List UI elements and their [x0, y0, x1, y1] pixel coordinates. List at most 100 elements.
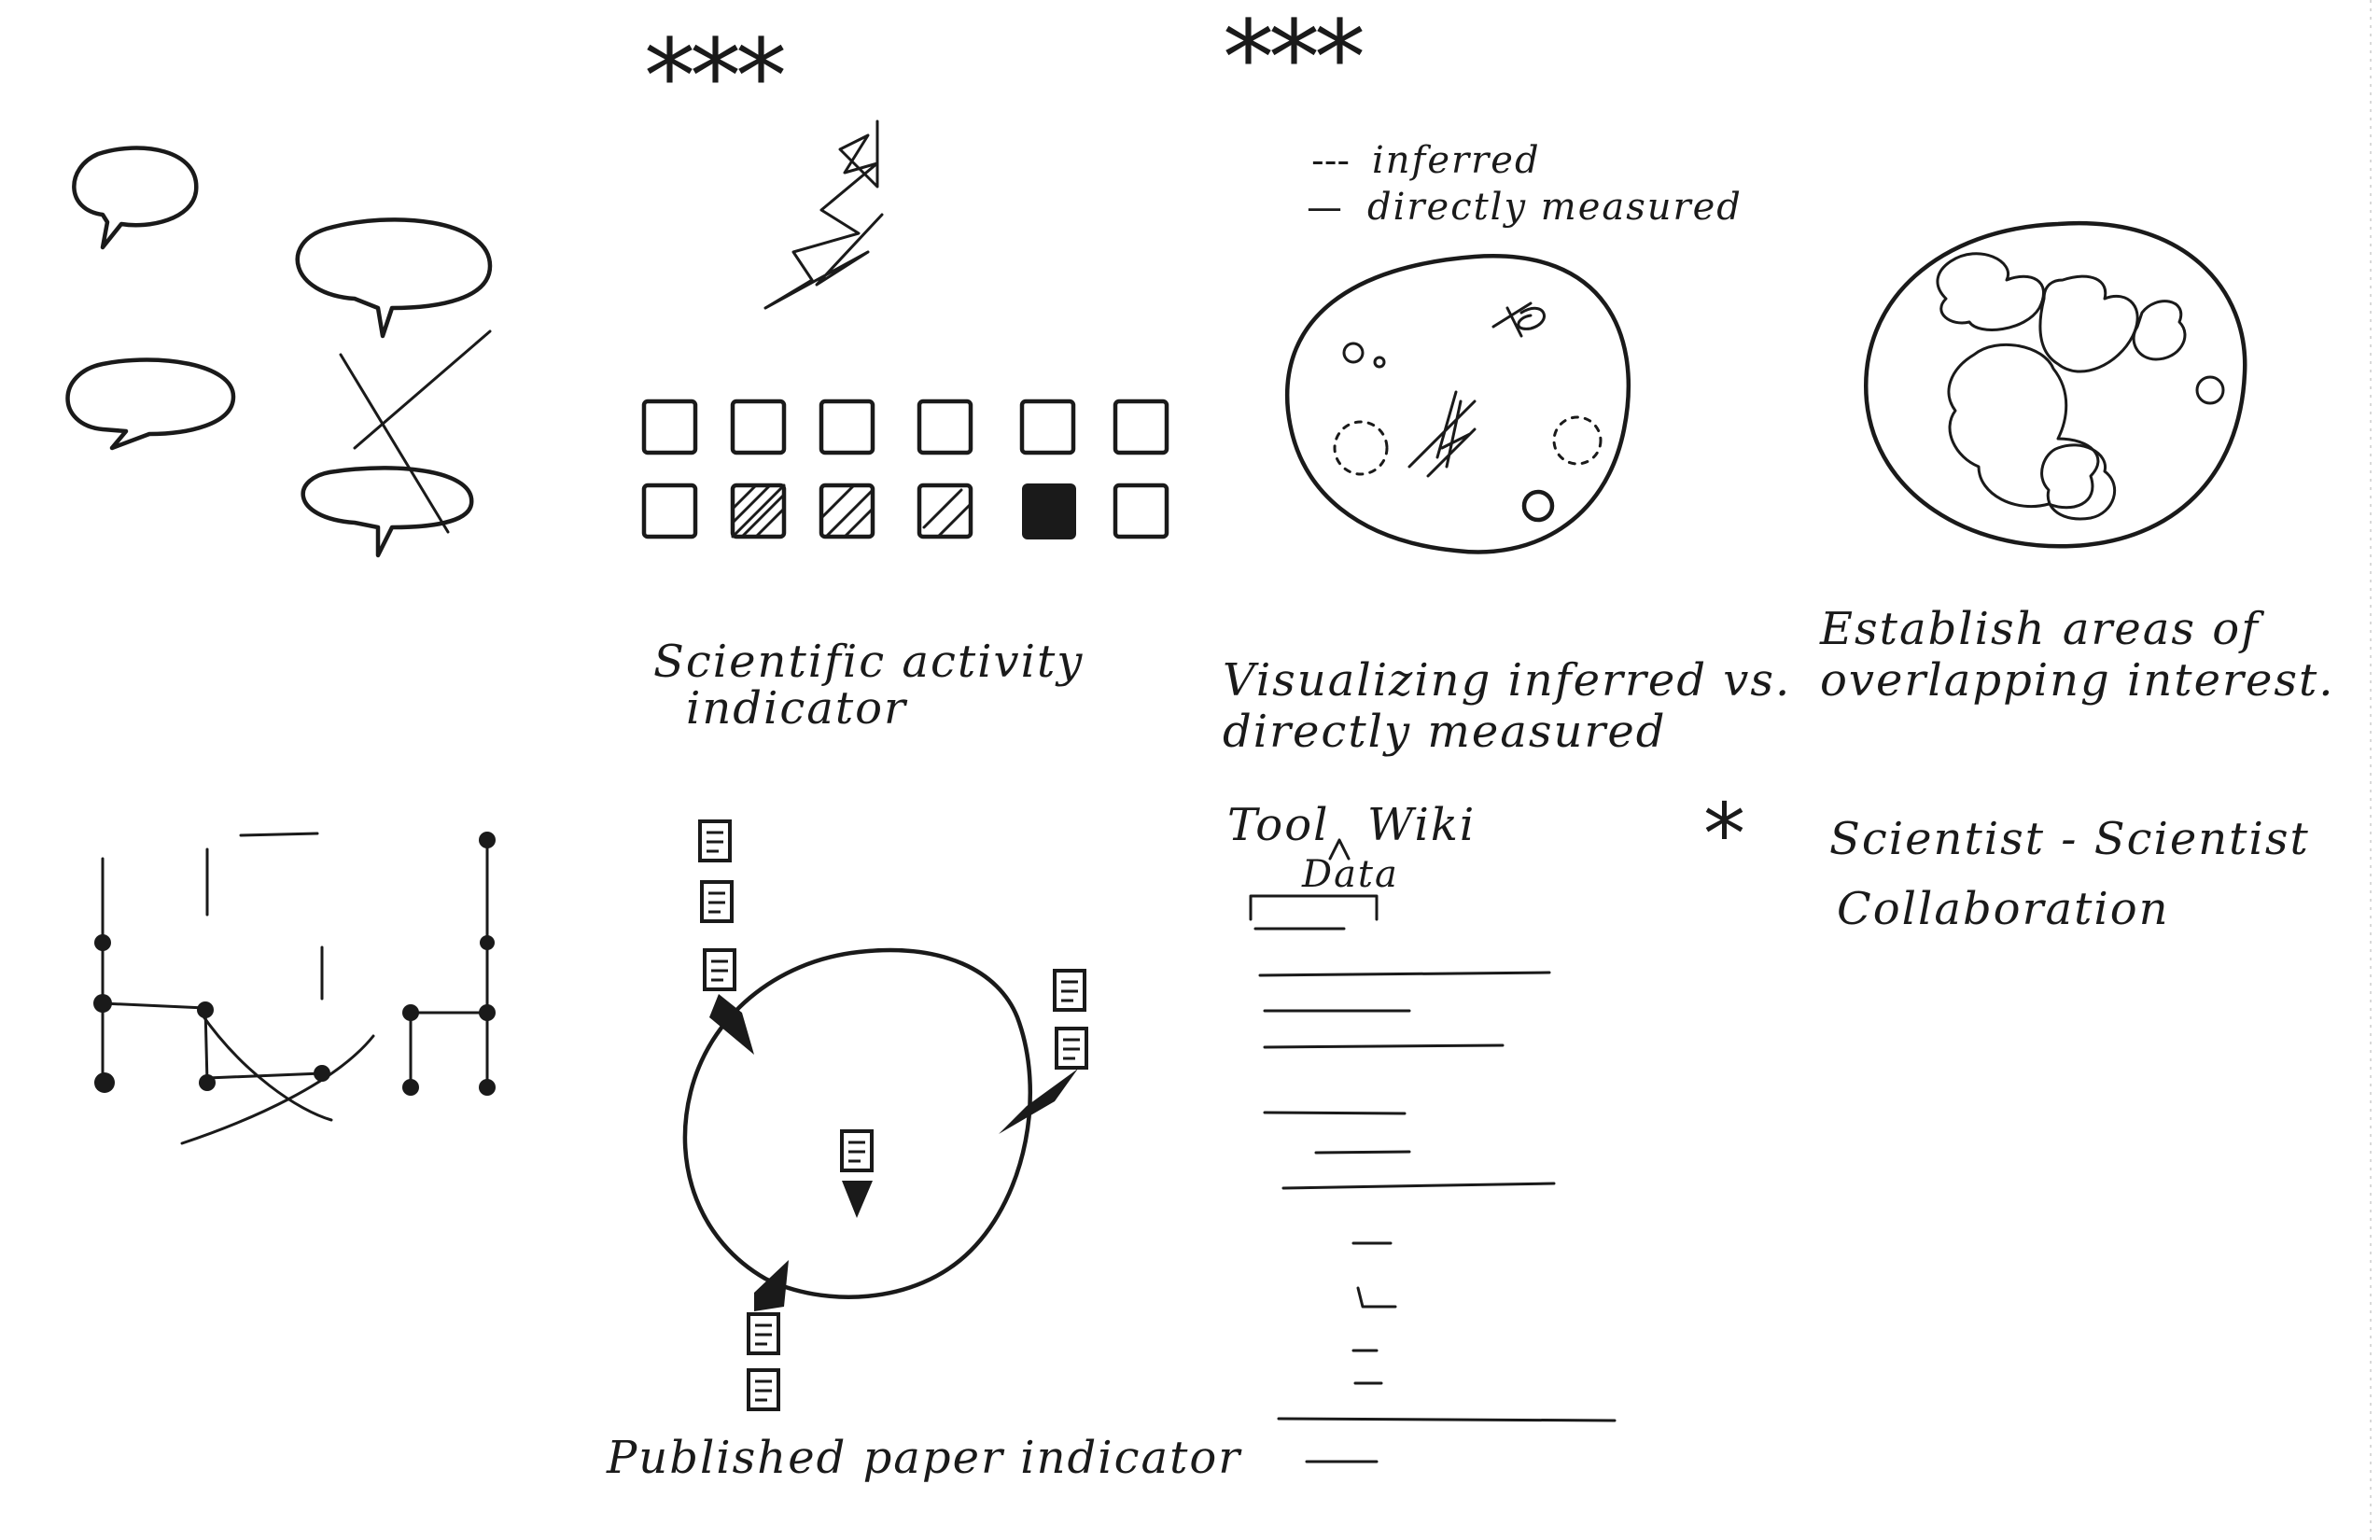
measured-point: [1342, 342, 1365, 364]
strike-line: [353, 329, 492, 450]
tool-data-wiki-sketch: Tool Wiki Data: [1227, 799, 1617, 1463]
activity-square: [730, 399, 787, 455]
strike-line: [339, 353, 450, 534]
paper-icon: [1055, 1027, 1088, 1070]
activity-indicator-sketch: ***: [641, 17, 1169, 735]
activity-square: [917, 399, 973, 455]
overlapping-interest-sketch: Establish areas of overlapping interest.: [1819, 220, 2335, 707]
graph-node: [479, 1079, 496, 1096]
caption-inferred-line2: directly measured: [1223, 706, 1667, 758]
caption-overlap-line1: Establish areas of: [1819, 603, 2264, 655]
interest-blob: [1947, 343, 2100, 510]
paper-arrow: [709, 994, 754, 1055]
activity-square: [1019, 399, 1076, 455]
interest-blob: [2038, 274, 2139, 373]
cluster-mark: [1491, 301, 1546, 338]
activity-square-hatched: [730, 483, 787, 539]
measured-point: [1373, 356, 1386, 369]
interest-circle: [1863, 220, 2247, 549]
caption-collab-line2: Collaboration: [1837, 883, 2170, 935]
published-paper-sketch: Published paper indicator: [606, 819, 1242, 1484]
paper-arrow: [842, 1181, 873, 1218]
wiki-rule: [1314, 1150, 1411, 1155]
paper-icon: [703, 948, 736, 991]
speech-bubble-icon: [301, 466, 474, 558]
wiki-rule: [1258, 971, 1551, 977]
activity-square-hatched: [917, 483, 973, 539]
interest-blob: [2132, 300, 2187, 361]
speech-bubble-icon: [65, 357, 236, 451]
graph-node: [479, 832, 496, 848]
graph-node: [402, 1004, 419, 1021]
activity-squares-top: [641, 399, 1169, 455]
network-graph-sketch: [93, 832, 496, 1145]
graph-node: [402, 1079, 419, 1096]
wiki-rule: [1277, 1417, 1617, 1422]
activity-square: [641, 399, 698, 455]
graph-node: [314, 1065, 330, 1082]
caption-collab-line1: Scientist - Scientist: [1829, 813, 2310, 865]
speech-bubbles-sketch: [65, 146, 493, 558]
graph-edge: [239, 832, 319, 837]
strike-line: [180, 1034, 375, 1145]
activity-square: [1113, 483, 1169, 539]
activity-square-hatched: [819, 483, 875, 539]
paper-icon: [747, 1312, 780, 1355]
paper-icon: [840, 1129, 874, 1172]
wiki-rule: [1356, 1286, 1397, 1309]
activity-square-solid: [1022, 483, 1076, 539]
graph-node: [199, 1074, 216, 1091]
wiki-rule: [1263, 1043, 1505, 1049]
activity-squares-bottom: [641, 483, 1169, 539]
graph-node: [197, 1001, 214, 1018]
paper-icon: [1053, 969, 1086, 1012]
legend-measured-marker: —: [1307, 187, 1342, 228]
paper-icon: [698, 819, 732, 862]
interest-blob: [1936, 252, 2046, 331]
graph-node: [94, 934, 111, 951]
bracket-mark: [1249, 894, 1379, 921]
interest-blob: [2040, 443, 2117, 521]
legend-inferred-label: inferred: [1372, 139, 1541, 182]
graph-edge: [205, 1071, 324, 1080]
speech-bubble-icon: [295, 217, 493, 339]
interest-circle: [682, 947, 1032, 1299]
caption-paper: Published paper indicator: [606, 1432, 1242, 1484]
legend-inferred-marker: ---: [1311, 140, 1350, 181]
interest-dot: [2195, 375, 2225, 405]
caret-mark: [1328, 838, 1351, 861]
graph-node: [93, 994, 112, 1013]
paper-arrow: [999, 1069, 1078, 1134]
caption-activity-line2: indicator: [686, 682, 908, 735]
activity-square: [819, 399, 875, 455]
label-data: Data: [1301, 853, 1399, 896]
measured-point: [1521, 489, 1555, 523]
speech-bubble-icon: [72, 146, 199, 250]
cluster-mark: [1407, 390, 1477, 478]
collaboration-sketch: * Scientist - Scientist Collaboration: [1703, 786, 2310, 935]
caption-inferred-line1: Visualizing inferred vs.: [1223, 654, 1791, 707]
graph-node: [480, 935, 495, 950]
inferred-vs-measured-sketch: *** --- inferred — directly measured Vis…: [1223, 0, 1791, 758]
wiki-rule: [1281, 1182, 1556, 1190]
legend-measured-label: directly measured: [1367, 186, 1743, 229]
inferred-point: [1333, 420, 1389, 476]
graph-edge: [101, 1001, 207, 1010]
strike-line: [199, 1011, 333, 1122]
graph-node: [479, 1004, 496, 1021]
priority-stars: ***: [644, 17, 784, 136]
priority-star: *: [1703, 786, 1745, 884]
paper-icon: [700, 880, 734, 923]
priority-stars: ***: [1223, 0, 1363, 118]
activity-square: [1113, 399, 1169, 455]
label-wiki: Wiki: [1367, 799, 1476, 851]
graph-node: [94, 1072, 115, 1093]
paper-icon: [747, 1368, 780, 1411]
activity-square: [641, 483, 698, 539]
interest-circle: [1284, 254, 1631, 554]
inferred-point: [1552, 415, 1603, 466]
caption-overlap-line2: overlapping interest.: [1820, 654, 2335, 707]
scribble-mark: [763, 119, 884, 310]
caption-activity-line1: Scientific activity: [653, 636, 1084, 688]
